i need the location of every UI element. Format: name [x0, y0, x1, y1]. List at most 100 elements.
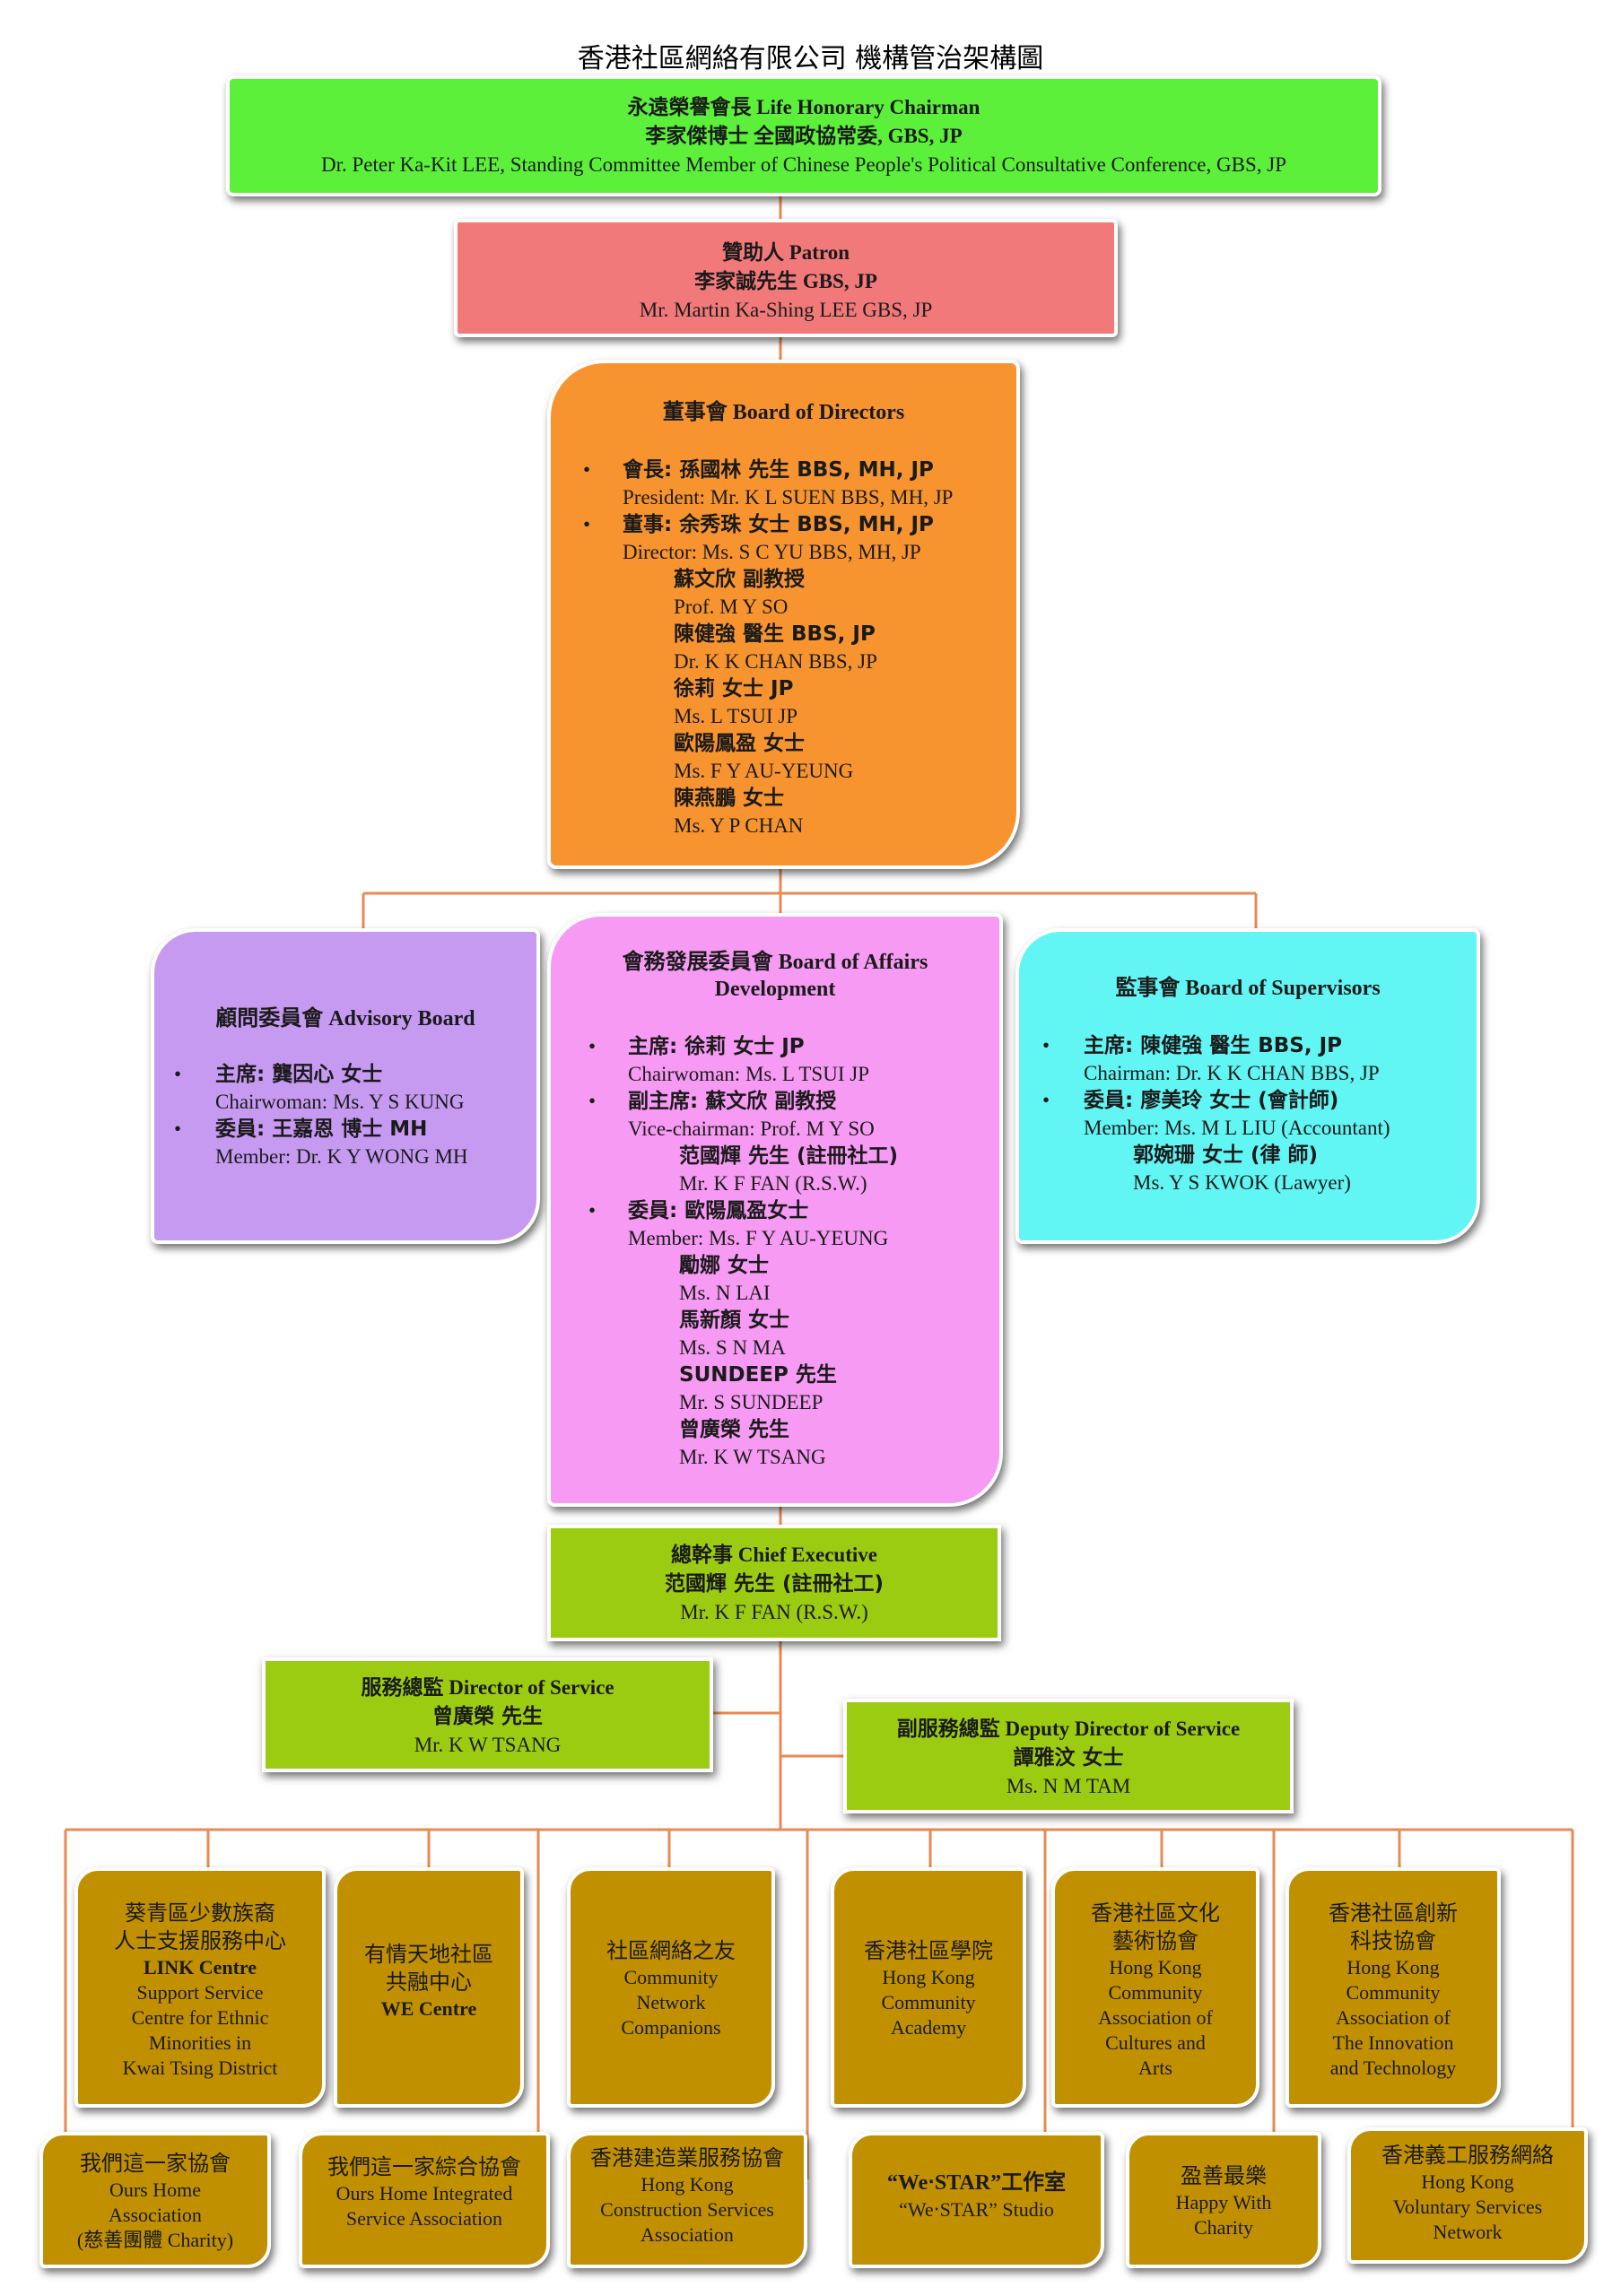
- top-unit-line: Kwai Tsing District: [122, 2057, 278, 2079]
- board-of-supervisors-box: 監事會 Board of Supervisors •主席: 陳健強 醫生 BBS…: [1015, 928, 1480, 1244]
- top-unit-line: Cultures and: [1105, 2031, 1206, 2054]
- affairs-vice-en: Vice-chairman: Prof. M Y SO: [628, 1117, 875, 1140]
- bullet-icon: •: [588, 1090, 597, 1112]
- directors-member-zh: 蘇文欣 副教授: [674, 568, 806, 591]
- bottom-unit-line: “We‧STAR” Studio: [899, 2198, 1054, 2221]
- top-unit-line: Hong Kong: [1109, 1956, 1202, 1979]
- directors-member-en: Prof. M Y SO: [674, 595, 789, 618]
- executive-title: 總幹事 Chief Executive: [671, 1544, 877, 1566]
- affairs-chair-en: Chairwoman: Ms. L TSUI JP: [628, 1062, 869, 1085]
- affairs-member-zh: 勵娜 女士: [679, 1254, 770, 1277]
- directors-president-en: President: Mr. K L SUEN BBS, MH, JP: [623, 485, 954, 509]
- supervisors-member2-en: Ms. Y S KWOK (Lawyer): [1133, 1170, 1351, 1194]
- supervisors-heading: 監事會 Board of Supervisors: [1115, 977, 1381, 1000]
- directors-member-en: Dr. K K CHAN BBS, JP: [674, 649, 877, 673]
- honorary-chairman-box: 永遠榮譽會長 Life Honorary Chairman 李家傑博士 全國政協…: [226, 75, 1381, 196]
- top-unit-line: Arts: [1138, 2057, 1172, 2079]
- bottom-unit-line: Happy With: [1175, 2191, 1272, 2213]
- affairs-member-en: Ms. S N MA: [679, 1335, 786, 1359]
- patron-name-en: Mr. Martin Ka-Shing LEE GBS, JP: [639, 299, 933, 321]
- chief-executive-box: 總幹事 Chief Executive 范國輝 先生 (註冊社工) Mr. K …: [547, 1525, 1001, 1641]
- top-unit-line: 香港社區學院: [864, 1938, 993, 1963]
- bottom-unit-line: Hong Kong: [1421, 2170, 1514, 2193]
- honorary-name-en: Dr. Peter Ka-Kit LEE, Standing Committee…: [320, 153, 1287, 176]
- executive-name-en: Mr. K F FAN (R.S.W.): [680, 1601, 868, 1623]
- bottom-unit-line: Association: [109, 2204, 202, 2226]
- bottom-unit-line: 盈善最樂: [1181, 2163, 1267, 2188]
- bottom-unit-line: “We‧STAR”工作室: [886, 2171, 1067, 2195]
- bottom-unit-line: Voluntary Services: [1392, 2196, 1543, 2218]
- bottom-unit-line: Hong Kong: [641, 2173, 734, 2196]
- supervisors-member2-zh: 郭婉珊 女士 (律 師): [1133, 1144, 1319, 1167]
- top-unit-line: Network: [636, 1991, 706, 2013]
- patron-title: 贊助人 Patron: [721, 241, 850, 264]
- top-unit-line: 香港社區創新: [1329, 1900, 1458, 1926]
- top-unit-line: WE Centre: [380, 1997, 477, 2020]
- top-unit-line: Companions: [621, 2016, 721, 2039]
- affairs-member-zh: 馬新顏 女士: [679, 1309, 790, 1332]
- service-director-name-zh: 曾廣榮 先生: [431, 1705, 543, 1728]
- board-of-affairs-box: 會務發展委員會 Board of Affairs Development •主席…: [547, 913, 1003, 1507]
- board-of-directors-box: 董事會 Board of Directors •會長: 孫國林 先生 BBS, …: [547, 360, 1020, 869]
- top-unit-line: 社區網絡之友: [606, 1938, 736, 1963]
- bottom-unit-line: Charity: [1194, 2216, 1253, 2239]
- bullet-icon: •: [588, 1035, 597, 1057]
- bottom-unit-line: Association: [641, 2223, 734, 2246]
- bottom-unit-box: “We‧STAR”工作室 “We‧STAR” Studio: [849, 2132, 1104, 2268]
- advisory-chair-zh: 主席: 龔因心 女士: [215, 1063, 383, 1086]
- advisory-board-box: 顧問委員會 Advisory Board •主席: 龔因心 女士 Chairwo…: [151, 928, 540, 1244]
- honorary-name-zh: 李家傑博士 全國政協常委, GBS, JP: [645, 125, 963, 147]
- affairs-vice-zh: 副主席: 蘇文欣 副教授: [628, 1090, 837, 1113]
- chart-title: 香港社區網絡有限公司 機構管治架構圖: [577, 43, 1044, 74]
- top-unit-line: Centre for Ethnic: [131, 2006, 269, 2029]
- deputy-director-name-zh: 譚雅汶 女士: [1013, 1746, 1124, 1770]
- directors-member-en: Ms. L TSUI JP: [674, 704, 798, 727]
- bottom-unit-line: Network: [1433, 2221, 1503, 2243]
- bottom-unit-line: 我們這一家協會: [80, 2151, 231, 2176]
- director-of-service-box: 服務總監 Director of Service 曾廣榮 先生 Mr. K W …: [262, 1657, 713, 1772]
- top-unit-line: Association of: [1098, 2006, 1213, 2029]
- affairs-member-en: Member: Ms. F Y AU-YEUNG: [628, 1226, 889, 1249]
- bottom-unit-line: Ours Home: [109, 2179, 202, 2201]
- top-unit-line: The Innovation: [1332, 2031, 1454, 2054]
- directors-member-zh: 陳燕鵬 女士: [674, 787, 785, 810]
- affairs-member-en: Mr. S SUNDEEP: [679, 1390, 824, 1413]
- supervisors-chair-zh: 主席: 陳健強 醫生 BBS, JP: [1084, 1034, 1343, 1057]
- directors-director-en: Director: Ms. S C YU BBS, MH, JP: [623, 540, 921, 563]
- directors-member-zh: 陳健強 醫生 BBS, JP: [674, 622, 876, 646]
- advisory-heading: 顧問委員會 Advisory Board: [215, 1007, 475, 1031]
- affairs-heading-1: 會務發展委員會 Board of Affairs: [622, 951, 928, 974]
- affairs-member-en: Mr. K W TSANG: [679, 1445, 826, 1468]
- supervisors-member-en: Member: Ms. M L LIU (Accountant): [1084, 1116, 1390, 1139]
- top-unit-line: LINK Centre: [143, 1956, 257, 1979]
- top-unit-line: 藝術協會: [1112, 1928, 1198, 1953]
- service-director-name-en: Mr. K W TSANG: [414, 1734, 562, 1756]
- directors-director-zh: 董事: 余秀珠 女士 BBS, MH, JP: [623, 513, 934, 536]
- affairs-chair-zh: 主席: 徐莉 女士 JP: [628, 1035, 805, 1058]
- advisory-member-zh: 委員: 王嘉恩 博士 MH: [215, 1118, 428, 1141]
- patron-box: 贊助人 Patron 李家誠先生 GBS, JP Mr. Martin Ka-S…: [454, 219, 1118, 337]
- service-director-title: 服務總監 Director of Service: [361, 1676, 614, 1699]
- deputy-director-title: 副服務總監 Deputy Director of Service: [896, 1718, 1241, 1740]
- supervisors-chair-en: Chairman: Dr. K K CHAN BBS, JP: [1084, 1061, 1380, 1084]
- deputy-director-box: 副服務總監 Deputy Director of Service 譚雅汶 女士 …: [843, 1699, 1294, 1813]
- top-unit-line: Hong Kong: [1346, 1956, 1440, 1979]
- bullet-icon: •: [588, 1199, 597, 1222]
- supervisors-member-zh: 委員: 廖美玲 女士 (會計師): [1084, 1089, 1339, 1112]
- directors-member-zh: 徐莉 女士 JP: [674, 677, 794, 700]
- bottom-unit-line: 香港建造業服務協會: [590, 2145, 784, 2170]
- bottom-unit-line: 我們這一家綜合協會: [327, 2154, 521, 2179]
- top-unit-line: 科技協會: [1350, 1928, 1436, 1953]
- affairs-vice2-zh: 范國輝 先生 (註冊社工): [679, 1144, 899, 1168]
- advisory-member-en: Member: Dr. K Y WONG MH: [215, 1144, 468, 1168]
- top-unit-line: Hong Kong: [882, 1966, 975, 1988]
